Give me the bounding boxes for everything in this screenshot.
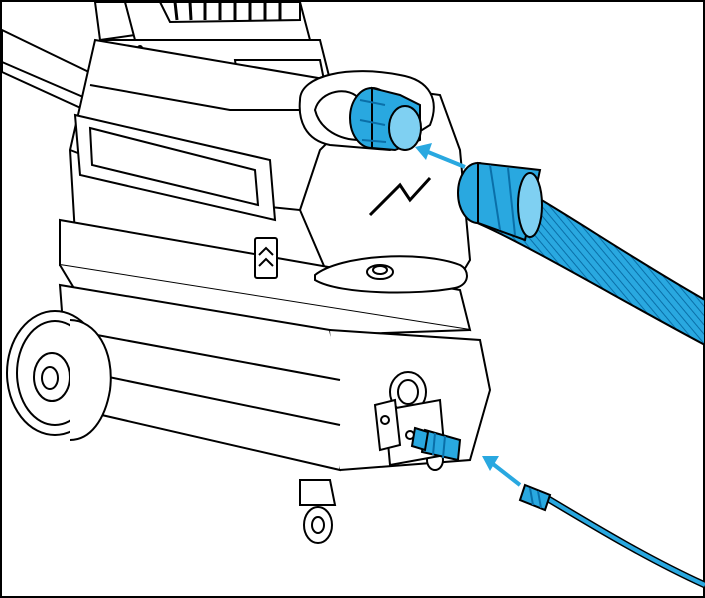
solution-line	[410, 426, 705, 589]
arrow-left-icon	[415, 143, 466, 169]
vacuum-hose	[457, 161, 705, 347]
front-caster	[299, 449, 444, 544]
vacuum-inlet	[349, 86, 422, 152]
arrow-left-icon	[482, 456, 522, 487]
rear-wheel	[6, 310, 112, 441]
brand-logo-mark	[368, 176, 432, 217]
